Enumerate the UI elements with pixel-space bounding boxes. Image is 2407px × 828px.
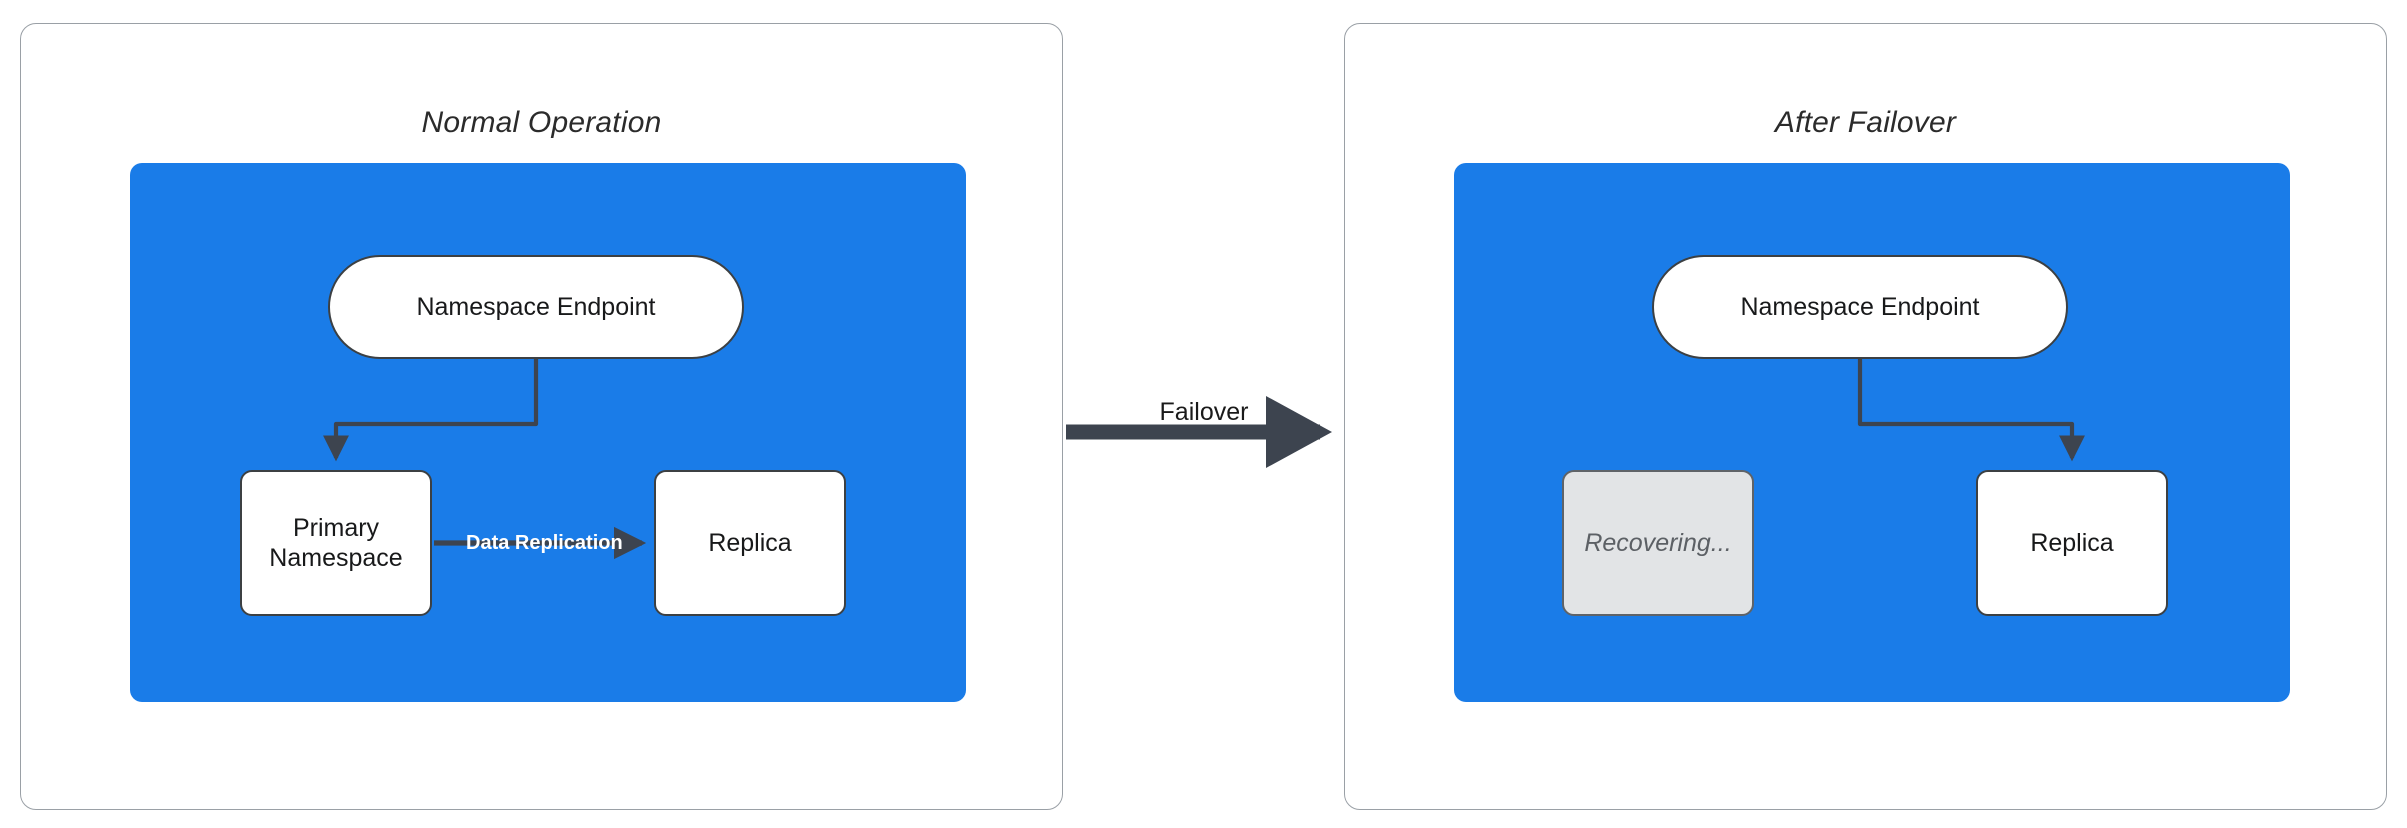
node-label: Recovering... (1584, 528, 1732, 557)
node-label: Replica (2030, 528, 2114, 557)
edge-label-failover: Failover (1159, 398, 1249, 426)
node-label: Replica (708, 528, 792, 557)
node-namespace-endpoint-right[interactable]: Namespace Endpoint (1652, 255, 2068, 359)
node-label: Namespace Endpoint (416, 292, 656, 321)
panel-title-after-failover: After Failover (1774, 106, 1957, 139)
edge-label-data-replication: Data Replication (466, 532, 623, 554)
node-namespace-endpoint-left[interactable]: Namespace Endpoint (328, 255, 744, 359)
region-normal-operation (130, 163, 966, 702)
node-replica-right[interactable]: Replica (1976, 470, 2168, 616)
node-primary-namespace[interactable]: Primary Namespace (240, 470, 432, 616)
node-replica-left[interactable]: Replica (654, 470, 846, 616)
node-recovering[interactable]: Recovering... (1562, 470, 1754, 616)
node-label-line2: Namespace (269, 544, 403, 572)
node-label-line1: Primary (292, 513, 380, 542)
node-label: Primary Namespace (269, 513, 402, 574)
node-label: Namespace Endpoint (1740, 292, 1980, 321)
panel-title-normal-operation: Normal Operation (421, 106, 662, 139)
region-after-failover (1454, 163, 2290, 702)
